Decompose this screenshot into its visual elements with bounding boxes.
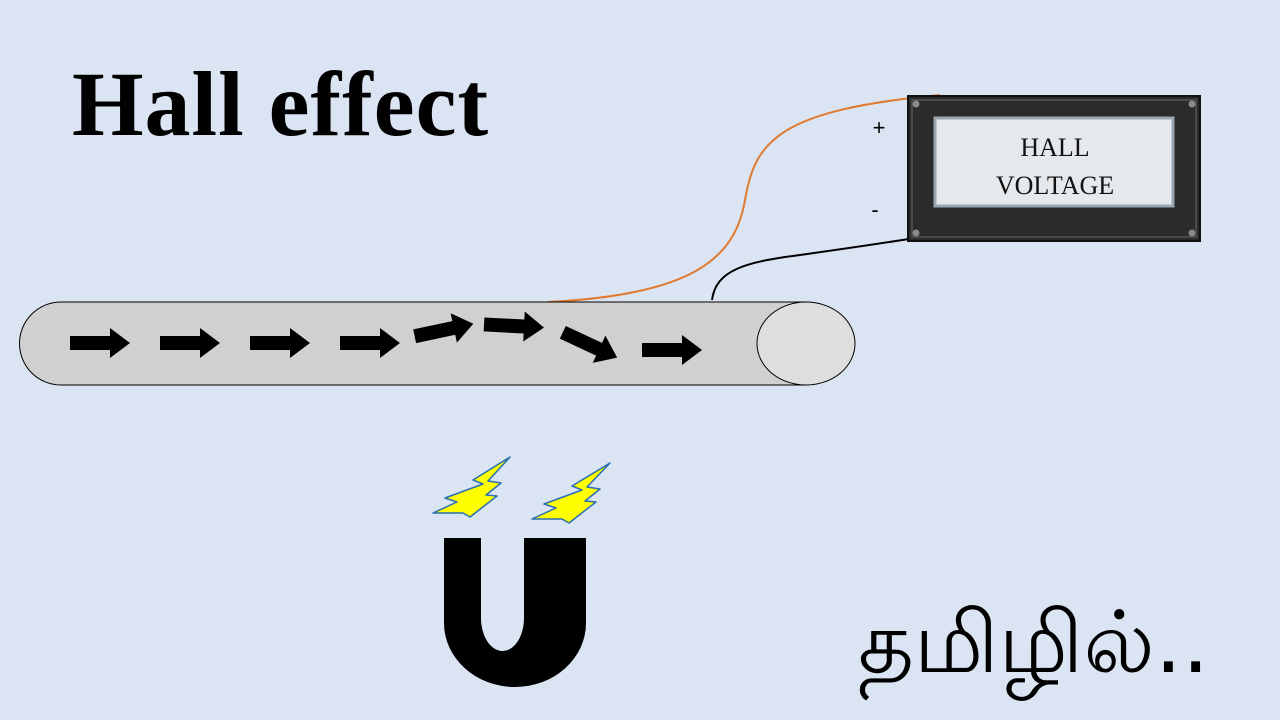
arrow-right-icon xyxy=(413,313,474,344)
page-title: Hall effect xyxy=(72,53,490,155)
arrow-right-icon xyxy=(642,335,702,365)
positive-terminal-label: + xyxy=(873,115,886,140)
tamil-caption: தமிழில்.. xyxy=(858,593,1210,693)
meter-screw xyxy=(912,229,920,237)
meter-display xyxy=(933,116,1175,208)
lightning-bolt-icon xyxy=(432,456,511,518)
positive-wire xyxy=(547,94,941,303)
horseshoe-magnet-icon xyxy=(444,538,586,687)
conductor-end-face xyxy=(756,301,856,386)
arrow-right-icon xyxy=(559,325,618,363)
meter-screw xyxy=(912,100,920,108)
arrow-right-icon xyxy=(160,328,220,358)
conductor-bar xyxy=(19,301,856,386)
negative-wire xyxy=(711,237,916,301)
electron-arrows xyxy=(70,311,702,365)
arrow-right-icon xyxy=(70,328,130,358)
meter-label-line1: HALL xyxy=(1020,133,1089,162)
arrow-right-icon xyxy=(250,328,310,358)
negative-terminal-label: - xyxy=(871,197,878,222)
lightning-bolt-icon xyxy=(531,462,611,524)
meter-label-line2: VOLTAGE xyxy=(996,171,1114,200)
arrow-right-icon xyxy=(483,311,544,342)
hall-voltage-meter: HALL VOLTAGE xyxy=(907,95,1201,242)
arrow-right-icon xyxy=(340,328,400,358)
meter-screw xyxy=(1188,229,1196,237)
meter-screw xyxy=(1188,100,1196,108)
